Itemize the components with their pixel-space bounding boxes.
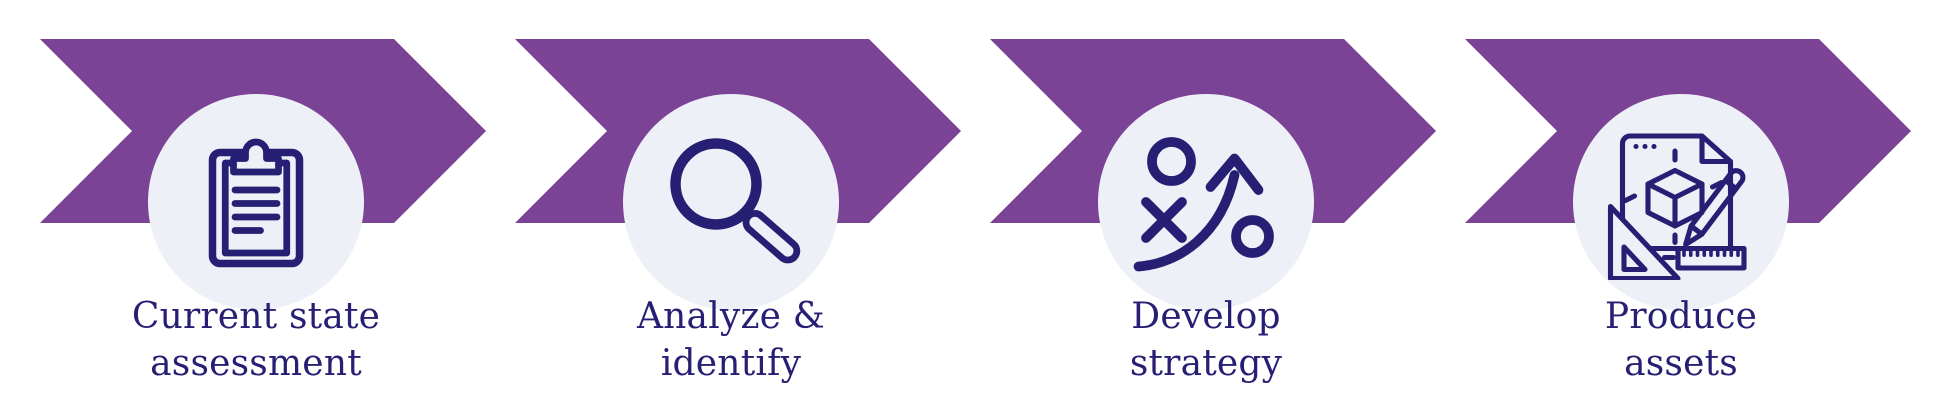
- process-step-1: Current state assessment: [0, 0, 486, 417]
- step-label: Develop strategy: [950, 293, 1462, 387]
- step-icon-badge: [1098, 94, 1314, 310]
- step-label: Produce assets: [1425, 293, 1937, 387]
- process-step-2: Analyze & identify: [475, 0, 961, 417]
- step-label: Analyze & identify: [475, 293, 987, 387]
- process-step-3: Develop strategy: [950, 0, 1436, 417]
- process-step-4: Produce assets: [1425, 0, 1911, 417]
- magnifier-icon: [656, 130, 806, 280]
- step-label-line2: strategy: [1129, 343, 1283, 384]
- step-label-line1: Develop: [1131, 296, 1281, 337]
- step-label-line2: assessment: [150, 343, 362, 384]
- clipboard-icon: [181, 130, 331, 280]
- step-label-line1: Current state: [131, 296, 381, 337]
- step-icon-badge: [1573, 94, 1789, 310]
- step-icon-badge: [148, 94, 364, 310]
- step-icon-badge: [623, 94, 839, 310]
- strategy-icon: [1131, 130, 1281, 280]
- step-label-line1: Produce: [1604, 296, 1758, 337]
- produce-assets-icon: [1606, 130, 1756, 280]
- step-label-line2: identify: [660, 343, 802, 384]
- step-label-line1: Analyze &: [636, 296, 826, 337]
- step-label-line2: assets: [1624, 343, 1738, 384]
- step-label: Current state assessment: [0, 293, 512, 387]
